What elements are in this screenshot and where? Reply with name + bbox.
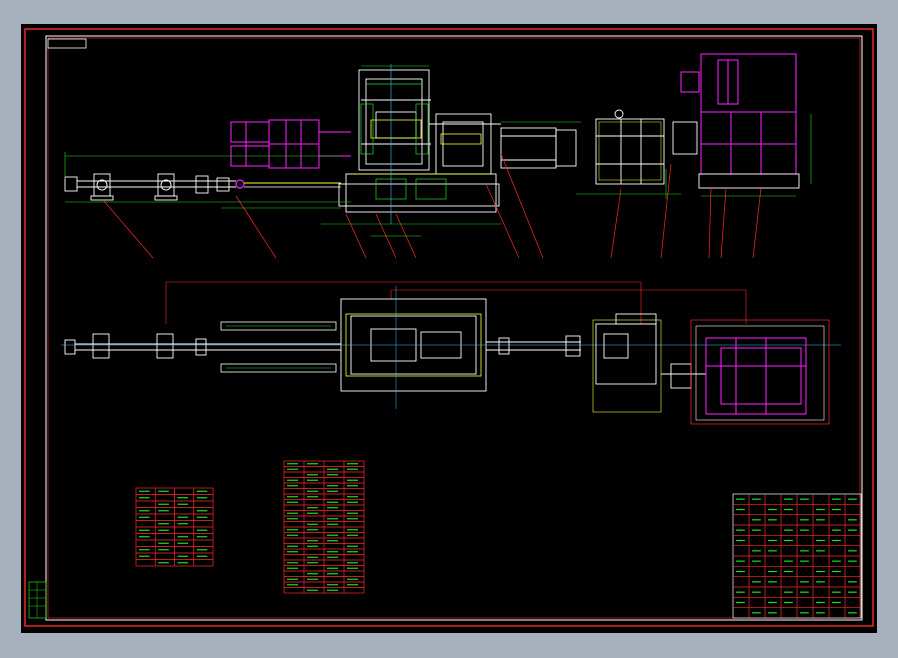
coupling-joint: [235, 179, 245, 189]
motor-base: [672, 121, 800, 189]
plan-left-shaft: [64, 333, 341, 359]
title-block: [732, 493, 862, 619]
leader-lines: [102, 153, 762, 259]
left-parameter-table: [135, 487, 214, 567]
motor-elevation: [680, 53, 797, 175]
stand-green-details: [360, 83, 447, 200]
plan-gearbox: [595, 313, 657, 385]
side-stamp-lines: [29, 582, 46, 618]
inner-frame: [45, 35, 863, 621]
drawing-sheet[interactable]: [21, 24, 877, 633]
elevation-view: [64, 53, 812, 259]
plan-gearbox-highlight: [592, 319, 662, 413]
plan-coupling: [661, 363, 706, 389]
drawing-number-box: [47, 38, 87, 49]
cad-drawing: [24, 28, 874, 627]
plan-motor: [705, 337, 807, 415]
plan-dimensions: [165, 281, 747, 324]
stand-highlights: [351, 119, 491, 175]
plan-intermediate-shaft: [486, 335, 581, 357]
intermediate-shaft: [500, 127, 577, 169]
gearbox-elevation: [595, 109, 665, 185]
plan-motor-frame: [690, 319, 830, 425]
inner-frame-line: [47, 37, 861, 619]
left-shaft-assembly: [64, 173, 236, 201]
hydraulic-cylinders: [230, 119, 351, 169]
plan-cylinders-detail: [226, 325, 331, 369]
plan-cylinders: [220, 321, 337, 373]
plan-motor-frame-inner: [695, 325, 825, 421]
side-stamp: [28, 581, 47, 619]
rolling-stand: [338, 69, 501, 213]
outer-border: [24, 28, 874, 627]
plan-view: [61, 281, 841, 425]
elevation-dimensions: [64, 65, 812, 237]
gearbox-highlight: [598, 121, 662, 181]
middle-parameter-table: [283, 460, 365, 594]
